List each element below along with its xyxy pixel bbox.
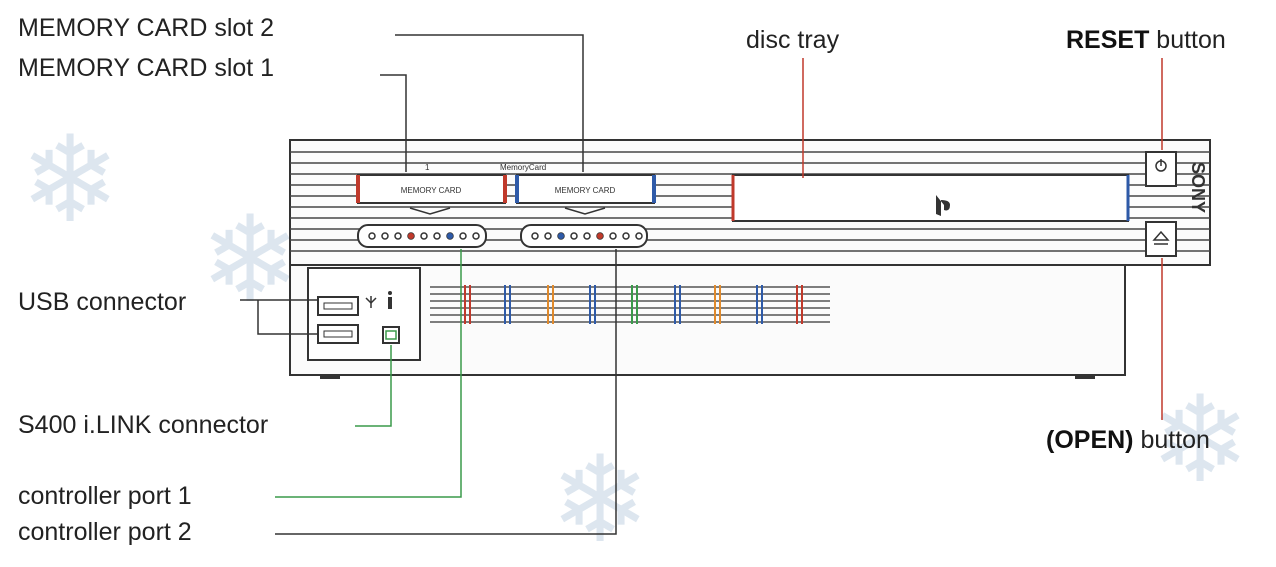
vent-accents [464, 285, 803, 324]
disc-tray [731, 174, 1130, 222]
usb-port-1 [317, 296, 359, 316]
snowflake-decoration: ❄ [1150, 373, 1251, 507]
open-button [1145, 221, 1177, 257]
snowflake-decoration: ❄ [550, 433, 651, 567]
playstation-logo [936, 195, 950, 216]
memory-card-slot-2-label: MEMORY CARD [555, 186, 616, 195]
leader-lines [240, 34, 1163, 535]
vent-grille [430, 286, 830, 323]
memory-card-slot-1 [356, 174, 507, 215]
label-open-bold: (OPEN) [1046, 426, 1134, 454]
sony-brand: SONY [1188, 162, 1208, 213]
label-disc-tray: disc tray [746, 26, 840, 54]
label-open-button: (OPEN) button [1046, 428, 1210, 453]
controller-port-2 [520, 224, 648, 248]
console-feet [320, 375, 1095, 379]
ilink-symbol-icon [388, 291, 392, 309]
label-controller-port-1: controller port 1 [18, 482, 192, 510]
label-memory-card-slot-2: MEMORY CARD slot 2 [18, 14, 275, 42]
memory-card-slot-1-label: MEMORY CARD [401, 186, 462, 195]
ps2-front-diagram: MEMORY CARD 1 MEMORY CARD MemoryCard SON… [240, 34, 1211, 535]
reset-button [1145, 151, 1177, 187]
label-controller-port-2: controller port 2 [18, 518, 192, 546]
label-memory-card-slot-1: MEMORY CARD slot 1 [18, 54, 275, 82]
memory-card-slot-number: 1 [425, 163, 430, 172]
label-reset-bold: RESET [1066, 26, 1150, 54]
memory-card-slot-2 [515, 174, 656, 215]
label-usb-connector: USB connector [18, 288, 187, 316]
label-reset-rest: button [1149, 26, 1226, 54]
usb-symbol-icon [365, 296, 377, 308]
leader-usb-connector [240, 299, 318, 335]
usb-port-2 [317, 324, 359, 344]
snowflake-decoration: ❄ [20, 113, 121, 247]
leader-memory-card-slot-1 [380, 74, 407, 172]
leader-memory-card-slot-2 [395, 34, 584, 172]
leader-controller-port-1 [275, 249, 462, 498]
label-ilink-connector: S400 i.LINK connector [18, 411, 269, 439]
leader-controller-port-2 [275, 249, 617, 535]
memory-card-header: MemoryCard [500, 163, 546, 172]
label-reset-button: RESET button [1066, 28, 1226, 53]
ilink-port [382, 326, 400, 344]
label-open-rest: button [1133, 426, 1210, 454]
controller-port-1 [357, 224, 487, 248]
leader-ilink-connector [355, 345, 392, 427]
